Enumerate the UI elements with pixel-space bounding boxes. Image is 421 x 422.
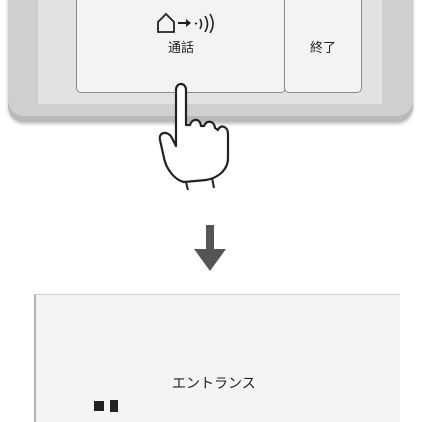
end-button-label: 終了 (309, 41, 336, 56)
intercom-panel: 通話 終了 (8, 0, 413, 122)
pointing-hand-icon (158, 82, 230, 190)
house-to-speaker-icon (157, 12, 214, 33)
call-button[interactable]: 通話 (76, 0, 286, 93)
call-screen: エントランス (34, 294, 400, 422)
call-button-label: 通話 (167, 41, 194, 56)
arrow-down-icon (194, 225, 226, 271)
end-button[interactable]: 終了 (284, 0, 362, 93)
speaker-icon (94, 400, 118, 412)
location-label: エントランス (172, 376, 256, 392)
